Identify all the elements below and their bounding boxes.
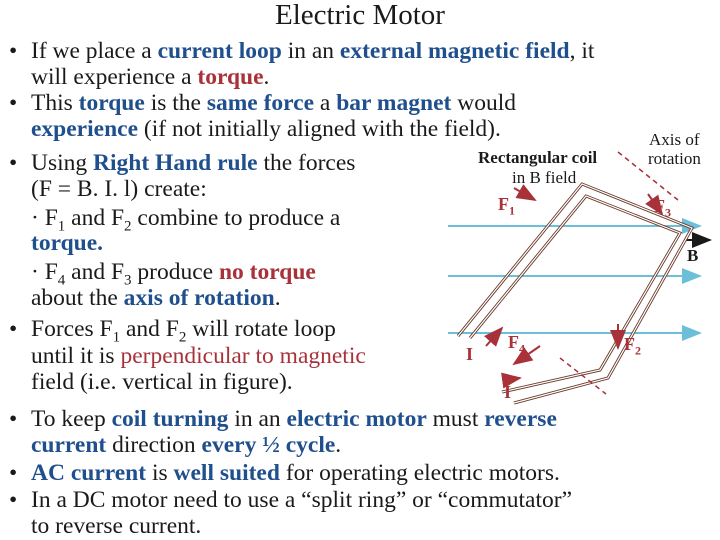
bullet-3-line-5: · F4 and F3 produce no torque <box>31 259 316 289</box>
bullet-7-line-2: to reverse current. <box>31 513 202 539</box>
axis-dash-bottom <box>559 357 607 395</box>
label-rectangular-coil: Rectangular coil <box>478 148 598 167</box>
bullet-5-line-1: To keep coil turning in an electric moto… <box>31 406 557 432</box>
label-f1: F1 <box>498 194 515 218</box>
coil-diagram-graphic <box>448 151 712 405</box>
bullet-4-line-2: until it is perpendicular to magnetic <box>31 343 366 369</box>
bullet-2-line-1: This torque is the same force a bar magn… <box>31 90 516 116</box>
bullet-1-line-1: If we place a current loop in an externa… <box>31 38 595 64</box>
bullet-3-line-4: torque. <box>31 230 104 256</box>
label-in-b-field: in B field <box>512 168 577 187</box>
bullet-mark: • <box>9 460 18 486</box>
bullet-mark: • <box>9 406 18 432</box>
label-b-field: B <box>687 246 699 265</box>
bullet-mark: • <box>9 150 18 176</box>
bullet-mark: • <box>9 90 18 116</box>
bullet-6-line-1: AC current is well suited for operating … <box>31 460 560 486</box>
bullet-3-line-2: (F = B. I. l) create: <box>31 176 207 202</box>
slide-title: Electric Motor <box>275 0 445 31</box>
bullet-3-line-6: about the axis of rotation. <box>31 285 281 311</box>
bullet-5-line-2: current direction every ½ cycle. <box>31 432 342 458</box>
bullet-7-line-1: In a DC motor need to use a “split ring”… <box>31 487 572 513</box>
bullet-mark: • <box>9 38 18 64</box>
bullet-mark: • <box>9 316 18 342</box>
bullet-4-line-3: field (i.e. vertical in figure). <box>31 369 293 395</box>
current-arrow-bottom <box>501 372 522 389</box>
current-arrow-left <box>484 326 504 347</box>
bullet-3-line-1: Using Right Hand rule the forces <box>31 150 356 176</box>
label-current-bottom: I <box>504 382 512 402</box>
bullet-3-line-3: · F1 and F2 combine to produce a <box>31 205 341 235</box>
axis-dash-top <box>617 151 679 201</box>
label-rotation: rotation <box>648 149 701 168</box>
label-axis-of: Axis of <box>649 130 700 149</box>
label-f3: F3 <box>654 196 671 220</box>
bullet-2-line-2: experience (if not initially aligned wit… <box>31 116 501 142</box>
bullet-4-line-1: Forces F1 and F2 will rotate loop <box>31 316 336 346</box>
force-f1-arrow <box>513 184 537 201</box>
label-f2: F2 <box>624 334 641 358</box>
label-current-left: I <box>466 344 474 364</box>
label-f4: F4 <box>508 332 525 356</box>
force-f3-arrow <box>645 193 664 216</box>
coil-diagram: Rectangular coil in B field Axis of rota… <box>430 128 720 408</box>
bullet-mark: • <box>9 487 18 513</box>
force-f4-arrow <box>512 345 541 366</box>
bullet-1-line-2: will experience a torque. <box>31 64 270 90</box>
